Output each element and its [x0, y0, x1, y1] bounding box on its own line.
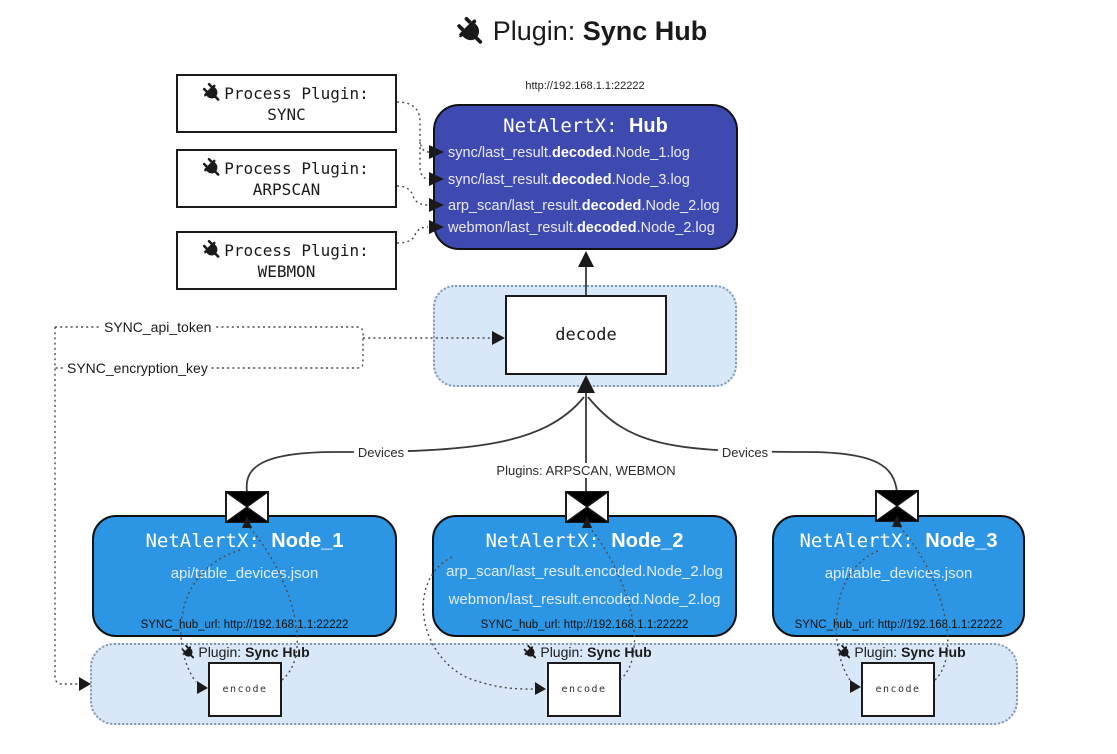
encode-plugin-label: Plugin: Sync Hub: [521, 642, 652, 662]
hub-title: NetAlertX: Hub: [503, 115, 668, 137]
hub-box: NetAlertX: Hub sync/last_result.decoded.…: [433, 104, 738, 250]
plug-icon: [521, 642, 541, 662]
process-plugin-name: WEBMON: [257, 261, 316, 281]
node3-footer: SYNC_hub_url: http://192.168.1.1:22222: [794, 619, 1003, 631]
plug-icon: [200, 237, 226, 263]
devices-left-label: Devices: [353, 445, 409, 460]
hub-log-line: sync/last_result.decoded.Node_3.log: [448, 172, 690, 188]
node2-title: NetAlertX: Node_2: [485, 530, 684, 552]
hub-log-line: arp_scan/last_result.decoded.Node_2.log: [448, 198, 720, 214]
plug-icon: [835, 642, 855, 662]
node2-footer: SYNC_hub_url: http://192.168.1.1:22222: [480, 619, 689, 631]
encode-plugin-label: Plugin: Sync Hub: [179, 642, 310, 662]
process-plugin-arpscan-box: Process Plugin: ARPSCAN: [176, 149, 397, 208]
process-plugin-name: ARPSCAN: [252, 179, 321, 199]
process-plugin-label: Process Plugin:: [224, 158, 369, 178]
devices-right-label: Devices: [717, 445, 773, 460]
plug-icon: [200, 80, 226, 106]
plug-icon: [200, 155, 226, 181]
encode-box: encode: [547, 662, 621, 717]
decode-box: decode: [505, 295, 667, 375]
encode-plugin-text: Plugin: Sync Hub: [540, 644, 652, 660]
plug-icon: [452, 12, 492, 52]
process-plugin-sync-box: Process Plugin: SYNC: [176, 74, 397, 133]
encode-plugin-text: Plugin: Sync Hub: [198, 644, 310, 660]
node1-title: NetAlertX: Node_1: [145, 530, 344, 552]
hub-log-line: webmon/last_result.decoded.Node_2.log: [448, 220, 715, 236]
sync-api-token-label: SYNC_api_token: [101, 319, 215, 335]
node2-line: webmon/last_result.encoded.Node_2.log: [448, 591, 721, 608]
process-plugin-label: Process Plugin:: [224, 240, 369, 260]
process-plugin-name: SYNC: [267, 104, 306, 124]
node3-line: api/table_devices.json: [824, 565, 973, 582]
encode-plugin-text: Plugin: Sync Hub: [854, 644, 966, 660]
hub-log-line: sync/last_result.decoded.Node_1.log: [448, 145, 690, 161]
process-plugin-label: Process Plugin:: [224, 83, 369, 103]
encode-plugin-label: Plugin: Sync Hub: [835, 642, 966, 662]
node1-box: NetAlertX: Node_1 api/table_devices.json…: [92, 515, 397, 637]
plug-icon: [179, 642, 199, 662]
arrowhead-icon: [578, 251, 594, 267]
node3-title: NetAlertX: Node_3: [799, 530, 998, 552]
node3-box: NetAlertX: Node_3 api/table_devices.json…: [772, 515, 1025, 637]
node2-box: NetAlertX: Node_2 arp_scan/last_result.e…: [432, 515, 737, 637]
node1-line: api/table_devices.json: [170, 565, 319, 582]
sync-encryption-key-label: SYNC_encryption_key: [64, 360, 211, 376]
page-title: Plugin: Sync Hub: [457, 16, 708, 47]
encode-box: encode: [861, 662, 935, 717]
node1-footer: SYNC_hub_url: http://192.168.1.1:22222: [140, 619, 349, 631]
process-plugin-webmon-box: Process Plugin: WEBMON: [176, 231, 397, 290]
hub-url-label: http://192.168.1.1:22222: [525, 80, 645, 92]
plugins-center-label: Plugins: ARPSCAN, WEBMON: [492, 463, 680, 478]
title-text: Plugin: Sync Hub: [492, 16, 708, 46]
encode-box: encode: [208, 662, 282, 717]
node2-line: arp_scan/last_result.encoded.Node_2.log: [446, 563, 723, 580]
